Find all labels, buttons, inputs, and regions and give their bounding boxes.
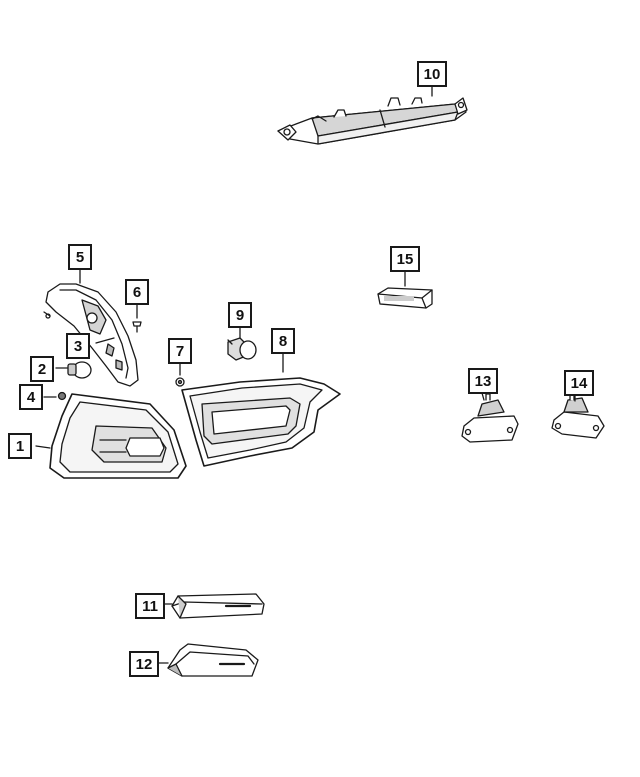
license-lamp-14 xyxy=(551,393,605,439)
center-high-mount-stop-lamp xyxy=(277,97,468,145)
license-lamp-13 xyxy=(461,393,519,443)
side-marker-lamp-12 xyxy=(167,643,259,677)
tail-lamp-outer xyxy=(49,393,187,479)
callout-5: 5 xyxy=(68,244,92,270)
cargo-lamp xyxy=(377,287,433,309)
grommet xyxy=(175,377,185,387)
side-marker-lamp-11 xyxy=(171,593,265,619)
leader-line-3 xyxy=(95,337,115,344)
screw xyxy=(132,321,142,333)
callout-4: 4 xyxy=(19,384,43,410)
leader-line-1 xyxy=(35,445,51,449)
callout-1: 1 xyxy=(8,433,32,459)
leader-line-13 xyxy=(481,392,485,401)
callout-14: 14 xyxy=(564,370,594,396)
tail-lamp-inner xyxy=(181,377,341,467)
callout-7: 7 xyxy=(168,338,192,364)
callout-11: 11 xyxy=(135,593,165,619)
callout-9: 9 xyxy=(228,302,252,328)
callout-8: 8 xyxy=(271,328,295,354)
callout-15: 15 xyxy=(390,246,420,272)
callout-2: 2 xyxy=(30,356,54,382)
bulb-socket xyxy=(227,337,257,361)
callout-12: 12 xyxy=(129,651,159,677)
nut xyxy=(57,391,67,401)
bulb xyxy=(67,361,92,379)
callout-3: 3 xyxy=(66,333,90,359)
callout-10: 10 xyxy=(417,61,447,87)
lamp-housing-bracket xyxy=(43,283,139,387)
callout-6: 6 xyxy=(125,279,149,305)
callout-13: 13 xyxy=(468,368,498,394)
